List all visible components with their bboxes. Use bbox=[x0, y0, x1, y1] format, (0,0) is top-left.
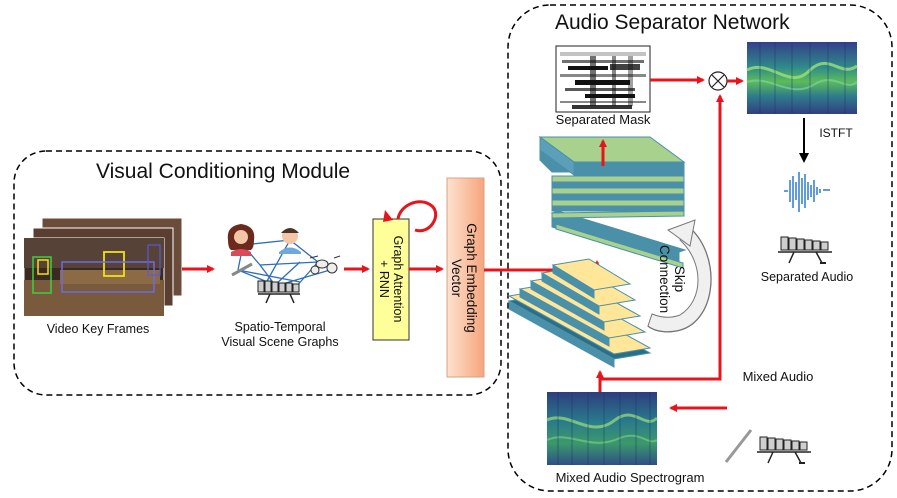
person-male-avatar-icon bbox=[279, 228, 301, 254]
gat-label-line2: + RNN bbox=[377, 260, 391, 298]
scene-graph-label: Spatio-Temporal Visual Scene Graphs bbox=[205, 320, 355, 350]
separated-xylophone-icon bbox=[778, 236, 832, 264]
mixed-to-multiply-path bbox=[600, 104, 722, 381]
decoder-stack bbox=[538, 136, 687, 269]
scene-graph-icon bbox=[227, 224, 341, 304]
skip-connection-label: Skip Connection bbox=[653, 239, 687, 319]
scene-graph-label-line1: Spatio-Temporal bbox=[234, 320, 326, 334]
separated-mask-image bbox=[555, 45, 651, 113]
person-female-avatar-icon bbox=[227, 224, 255, 256]
visual-module-title: Visual Conditioning Module bbox=[96, 160, 351, 183]
skip-connection-line2: Connection bbox=[657, 244, 672, 314]
mixed-spectrogram-label: Mixed Audio Spectrogram bbox=[555, 470, 705, 485]
graph-embedding-box bbox=[446, 177, 485, 378]
gat-label-line1: Graph Attention bbox=[391, 235, 405, 323]
audio-network-title: Audio Separator Network bbox=[555, 11, 790, 34]
mixed-xylophone-icon bbox=[757, 436, 811, 464]
mixed-waveform-icon bbox=[732, 388, 848, 430]
embedding-label-line2: Vector bbox=[449, 258, 464, 298]
flute-icon bbox=[231, 262, 253, 277]
xylophone-icon bbox=[257, 280, 300, 304]
embedding-label: Graph Embedding Vector bbox=[449, 219, 479, 337]
gat-label: Graph Attention + RNN bbox=[377, 220, 405, 338]
graph-attention-box bbox=[372, 218, 410, 341]
video-frames-icon bbox=[23, 217, 183, 317]
mixed-spectrogram-image bbox=[546, 392, 659, 465]
encoder-stack bbox=[507, 258, 652, 368]
multiply-node-icon bbox=[708, 71, 728, 91]
separated-mask-label: Separated Mask bbox=[555, 112, 651, 127]
separated-spectrogram-image bbox=[746, 42, 858, 114]
skip-connection-line1: Skip bbox=[672, 265, 687, 293]
rnn-loop-arrow bbox=[396, 200, 438, 233]
drum-kit-icon bbox=[309, 255, 341, 275]
separated-audio-label: Separated Audio bbox=[760, 270, 854, 284]
video-frames-label: Video Key Frames bbox=[46, 322, 150, 336]
mixed-audio-label: Mixed Audio bbox=[742, 369, 814, 384]
audio-network-boundary bbox=[507, 4, 893, 492]
istft-label: ISTFT bbox=[819, 126, 853, 140]
embedding-label-line1: Graph Embedding bbox=[464, 223, 479, 333]
scene-graph-label-line2: Visual Scene Graphs bbox=[221, 335, 339, 349]
separated-waveform-icon bbox=[784, 172, 830, 212]
visual-module-boundary bbox=[13, 150, 502, 396]
mixed-flute-icon bbox=[724, 429, 753, 463]
